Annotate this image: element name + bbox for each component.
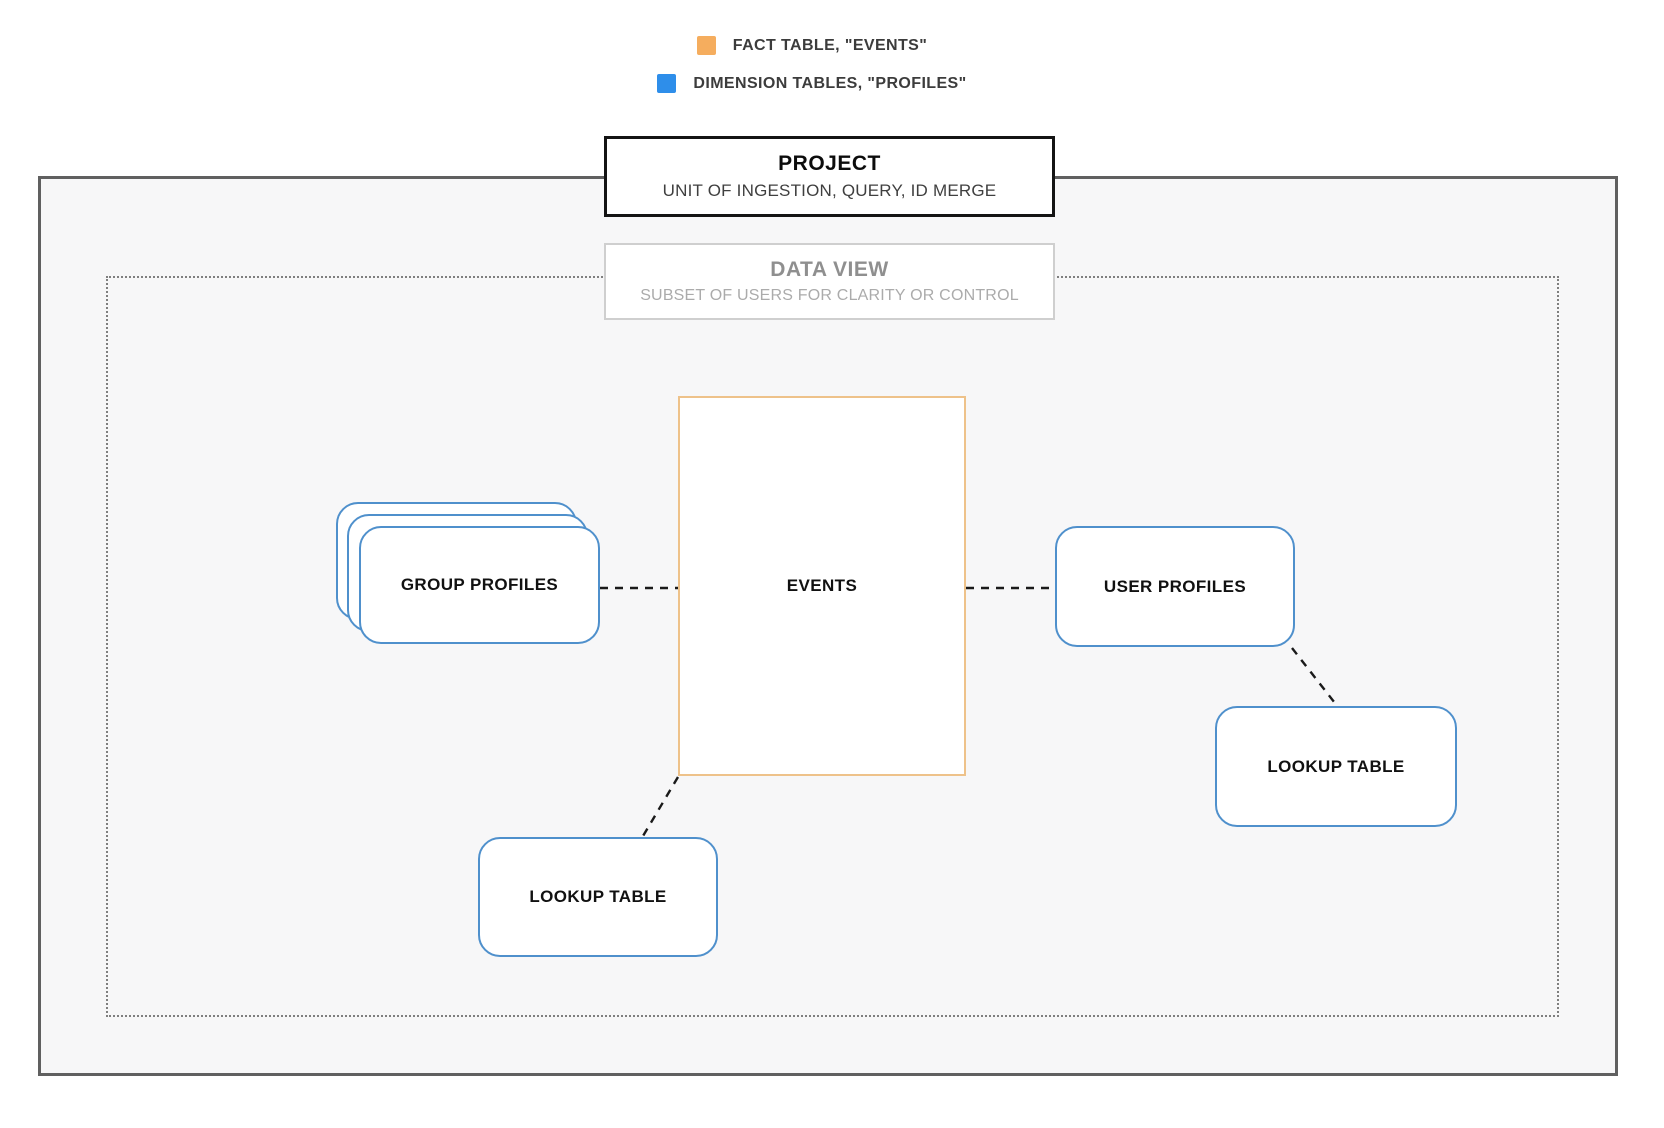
node-lookup-table-right-label: LOOKUP TABLE	[1267, 756, 1405, 776]
data-view-subtitle: SUBSET OF USERS FOR CLARITY OR CONTROL	[640, 287, 1019, 304]
dimension-tables-swatch-icon	[657, 74, 677, 93]
data-view-title: DATA VIEW	[770, 258, 889, 281]
node-group-profiles-label: GROUP PROFILES	[400, 575, 559, 594]
node-events: EVENTS	[678, 396, 966, 776]
node-group-profiles: GROUP PROFILES	[359, 526, 600, 644]
node-user-profiles-label: USER PROFILES	[1103, 576, 1247, 596]
node-lookup-table-bottom-label: LOOKUP TABLE	[529, 887, 667, 906]
node-lookup-table-bottom: LOOKUP TABLE	[478, 837, 718, 957]
node-lookup-table-right: LOOKUP TABLE	[1215, 706, 1457, 827]
fact-table-swatch-icon	[696, 36, 716, 55]
legend-item-fact-table: FACT TABLE, "EVENTS"	[696, 36, 928, 55]
legend-item-dimension-tables: DIMENSION TABLES, "PROFILES"	[657, 74, 966, 93]
node-user-profiles: USER PROFILES	[1055, 526, 1295, 647]
legend-item-fact-table-label: FACT TABLE, "EVENTS"	[732, 36, 928, 54]
legend-item-dimension-tables-label: DIMENSION TABLES, "PROFILES"	[693, 74, 967, 92]
node-events-label: EVENTS	[786, 576, 858, 595]
legend: FACT TABLE, "EVENTS" DIMENSION TABLES, "…	[0, 36, 1624, 93]
project-subtitle: UNIT OF INGESTION, QUERY, ID MERGE	[662, 181, 997, 200]
project-label-box: PROJECT UNIT OF INGESTION, QUERY, ID MER…	[604, 136, 1055, 217]
project-title: PROJECT	[778, 152, 881, 175]
data-view-label-box: DATA VIEW SUBSET OF USERS FOR CLARITY OR…	[604, 243, 1055, 320]
